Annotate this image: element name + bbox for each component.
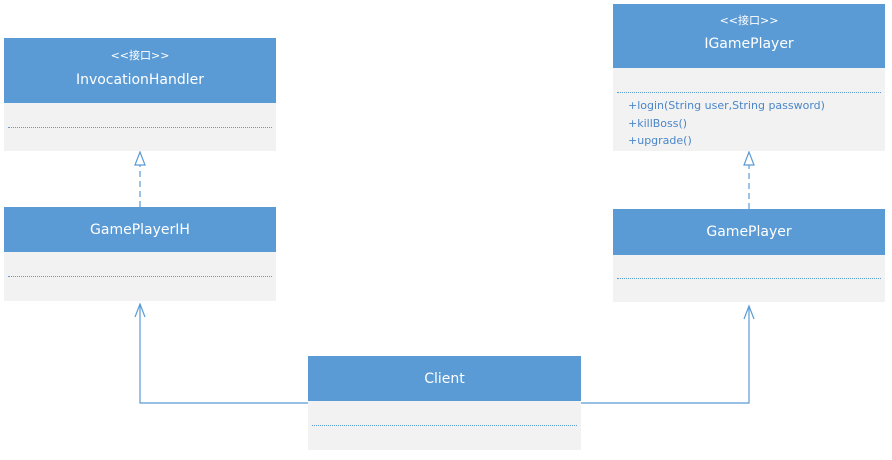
class-invocationhandler[interactable]: <<接口>> InvocationHandler [4, 38, 276, 151]
class-name: GamePlayer [706, 224, 792, 240]
class-gameplayerih[interactable]: GamePlayerIH [4, 207, 276, 301]
compartment-divider [312, 425, 577, 426]
class-header: GamePlayerIH [4, 207, 276, 252]
class-client[interactable]: Client [308, 356, 581, 450]
association-line-gameplayer [581, 306, 750, 404]
class-body [4, 252, 276, 301]
operation-list: +login(String user,String password) +kil… [628, 97, 825, 150]
operation-login: +login(String user,String password) [628, 99, 825, 112]
compartment-divider [8, 127, 272, 128]
class-header: Client [308, 356, 581, 401]
class-name: GamePlayerIH [90, 222, 190, 238]
compartment-divider [617, 278, 881, 279]
class-body [308, 401, 581, 450]
realization-arrowhead-igameplayer [743, 150, 755, 166]
class-body [613, 255, 885, 302]
class-header: GamePlayer [613, 209, 885, 255]
realization-arrowhead-invocationhandler [134, 150, 146, 166]
class-header: <<接口>> IGamePlayer [613, 4, 885, 68]
operation-upgrade: +upgrade() [628, 134, 692, 147]
stereotype-label: <<接口>> [110, 49, 170, 62]
class-body [4, 103, 276, 151]
class-name: Client [424, 371, 465, 387]
association-arrowhead-gameplayerih [134, 302, 146, 318]
class-igameplayer[interactable]: <<接口>> IGamePlayer +login(String user,St… [613, 4, 885, 151]
compartment-divider [8, 276, 272, 277]
association-arrowhead-gameplayer [743, 304, 755, 320]
stereotype-label: <<接口>> [719, 14, 779, 27]
class-name: InvocationHandler [75, 72, 205, 88]
class-header: <<接口>> InvocationHandler [4, 38, 276, 103]
class-body [613, 68, 885, 151]
class-gameplayer[interactable]: GamePlayer [613, 209, 885, 302]
compartment-divider [617, 92, 881, 93]
operation-killboss: +killBoss() [628, 116, 688, 130]
class-name: IGamePlayer [704, 36, 794, 52]
association-line-gameplayerih [139, 304, 308, 404]
